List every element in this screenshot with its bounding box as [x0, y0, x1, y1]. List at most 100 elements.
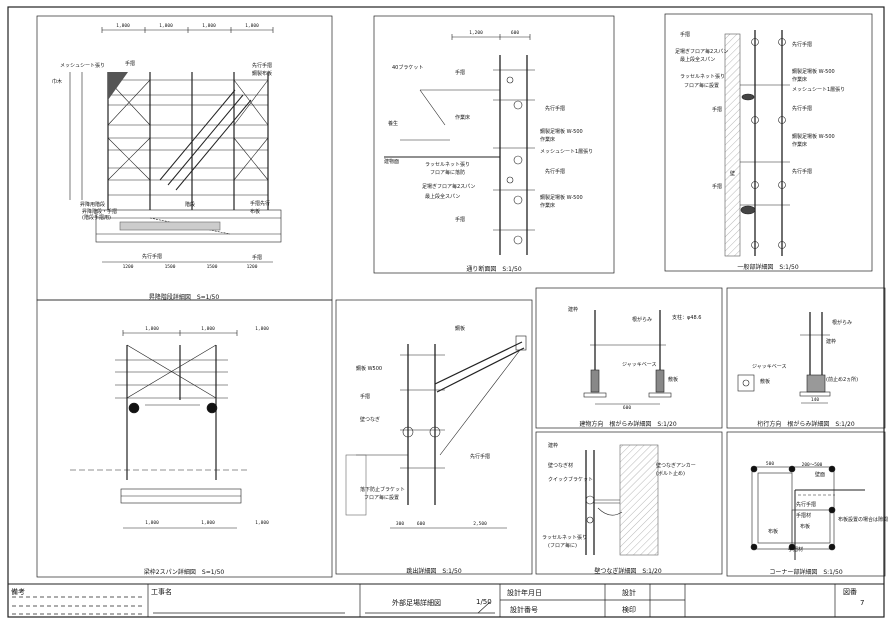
- elevation-caption: 昇降階段詳細図 S=1/50: [148, 294, 220, 301]
- section-b-label: 最上段全スパン: [680, 57, 716, 63]
- section-b-label: 先行手摺: [792, 42, 813, 48]
- sheet-number-label: 図番: [843, 588, 857, 596]
- section-b-label: 手摺: [680, 32, 691, 38]
- span2-dim-2: 1,800: [201, 327, 215, 332]
- base-side-label: 建枠: [826, 339, 837, 345]
- section-a-label: 最上段全スパン: [425, 194, 461, 200]
- bracket-dim-3: 2,500: [473, 522, 487, 527]
- section-a-label: メッシュシート1層張り: [540, 149, 594, 155]
- bracket-label: 落下防止ブラケット: [360, 487, 406, 493]
- bracket-label: 鋼板 W500: [356, 366, 383, 372]
- tie-label: (フロア毎に): [548, 543, 577, 549]
- base-front-label: 支柱：φ48.6: [672, 315, 702, 321]
- bracket-dim-1: 300: [395, 522, 405, 527]
- span2-bdim-2: 1,800: [201, 521, 215, 526]
- base-front-label: ジャッキベース: [622, 362, 657, 368]
- corner-label: 壁面: [815, 472, 826, 478]
- elevation-label: 手摺: [125, 61, 136, 67]
- tie-label: 壁つなぎ材: [548, 463, 574, 469]
- corner-label: 布板設置の場合は隙間: [838, 517, 889, 523]
- elevation-bdim-2: 1500: [164, 265, 176, 270]
- base-side-label: 敷板: [760, 379, 771, 385]
- section-b-caption: 一般部詳細図 S:1/50: [737, 264, 799, 271]
- section-a-label: 養生: [388, 121, 399, 127]
- corner-label: 先行手摺: [796, 502, 817, 508]
- section-a-label: 先行手摺: [545, 169, 566, 175]
- tie-label: 壁つなぎアンカー: [656, 463, 696, 469]
- base-side-label: (前止め2ヵ所): [826, 377, 859, 383]
- corner-label: 布板: [768, 529, 779, 535]
- drawing-title: 外部足場詳細図: [392, 599, 441, 607]
- section-a-label: 鋼製足場板 W-500: [540, 195, 583, 201]
- elevation-label: 手摺先行: [250, 201, 271, 207]
- section-a-label: 手摺: [455, 70, 466, 76]
- bracket-caption: 跳出詳細図 S:1/50: [406, 568, 462, 575]
- base-front-label: 敷板: [668, 377, 679, 383]
- section-b-label: 鋼製足場板 W-500: [792, 134, 835, 140]
- corner-label: 手摺材: [788, 547, 804, 553]
- section-a-dim-2: 600: [510, 31, 520, 36]
- section-a-dim-1: 1,200: [469, 31, 483, 36]
- base-side-caption: 桁行方向 根がらみ詳細図 S:1/20: [757, 421, 855, 428]
- checker-label: 検印: [622, 606, 636, 614]
- section-a-caption: 通り断面図 S:1/50: [466, 266, 522, 273]
- section-b-label: 足場ぎフロア毎2スパン: [675, 49, 729, 55]
- section-b-label: フロア毎に設置: [684, 83, 720, 89]
- section-b-label: 作業床: [792, 77, 808, 83]
- section-b-label: 作業床: [792, 142, 808, 148]
- section-a-label: 作業床: [540, 137, 556, 143]
- elevation-dim-4: 1,800: [245, 24, 259, 29]
- section-a-label: 足場ぎフロア毎2スパン: [422, 184, 476, 190]
- section-a-label: 40ブラケット: [392, 65, 424, 71]
- project-label: 工事名: [151, 588, 172, 596]
- corner-label: 手摺材: [796, 513, 812, 519]
- drawing-scale: 1/50: [476, 598, 492, 606]
- section-a-label: 鋼製足場板 W-500: [540, 129, 583, 135]
- span2-dim-3: 1,800: [255, 327, 269, 332]
- section-a-label: フロア毎に落防: [430, 170, 466, 176]
- section-b-label: 先行手摺: [792, 169, 813, 175]
- section-a-label: 作業床: [455, 115, 471, 121]
- bracket-dim-2: 600: [416, 522, 426, 527]
- elevation-label: 先行手摺: [252, 63, 273, 69]
- bracket-label: 壁つなぎ: [360, 417, 381, 423]
- elevation-label: 巾木: [52, 79, 63, 85]
- tie-label: クイックブラケット: [548, 477, 594, 483]
- elevation-label: メッシュシート張り: [60, 63, 106, 69]
- elevation-dim-1: 1,800: [116, 24, 130, 29]
- corner-label: 布板: [800, 524, 811, 530]
- base-side-label: ジャッキベース: [752, 364, 787, 370]
- tie-caption: 壁つなぎ詳細図 S:1/20: [594, 568, 662, 575]
- remarks-label: 備考: [11, 588, 25, 596]
- elevation-label: 階段: [185, 202, 196, 208]
- elevation-label: 手摺: [252, 255, 263, 261]
- span2-bdim-3: 1,800: [255, 521, 269, 526]
- section-a-label: 建物面: [384, 159, 400, 165]
- elevation-label: 昇降階段・手摺: [82, 209, 118, 215]
- elevation-label: 布板: [250, 209, 261, 215]
- base-front-label: 建枠: [568, 307, 579, 313]
- span2-caption: 梁枠2スパン詳細図 S=1/50: [143, 569, 225, 576]
- corner-dim-1: 500: [765, 462, 775, 467]
- section-a-label: 先行手摺: [545, 106, 566, 112]
- section-a-label: 手摺: [455, 217, 466, 223]
- span2-bdim-1: 1,800: [145, 521, 159, 526]
- elevation-bdim-4: 1200: [246, 265, 258, 270]
- bracket-label: 鋼板: [455, 326, 466, 332]
- section-b-label: 先行手摺: [792, 106, 813, 112]
- base-front-caption: 建物方向 根がらみ詳細図 S:1/20: [579, 421, 677, 428]
- elevation-bdim-1: 1200: [122, 265, 134, 270]
- elevation-dim-2: 1,800: [159, 24, 173, 29]
- span2-dim-1: 1,800: [145, 327, 159, 332]
- elevation-dim-3: 1,800: [202, 24, 216, 29]
- corner-dim-2: 200～500: [801, 463, 823, 468]
- base-side-dim: 140: [810, 398, 820, 403]
- section-a-label: 作業床: [540, 203, 556, 209]
- bracket-label: 先行手摺: [470, 454, 491, 460]
- section-b-label: 鋼製足場板 W-500: [792, 69, 835, 75]
- design-number-label: 設計番号: [510, 606, 538, 614]
- corner-caption: コーナー部詳細図 S:1/50: [769, 569, 843, 576]
- elevation-label: 鋼製布板: [252, 71, 273, 77]
